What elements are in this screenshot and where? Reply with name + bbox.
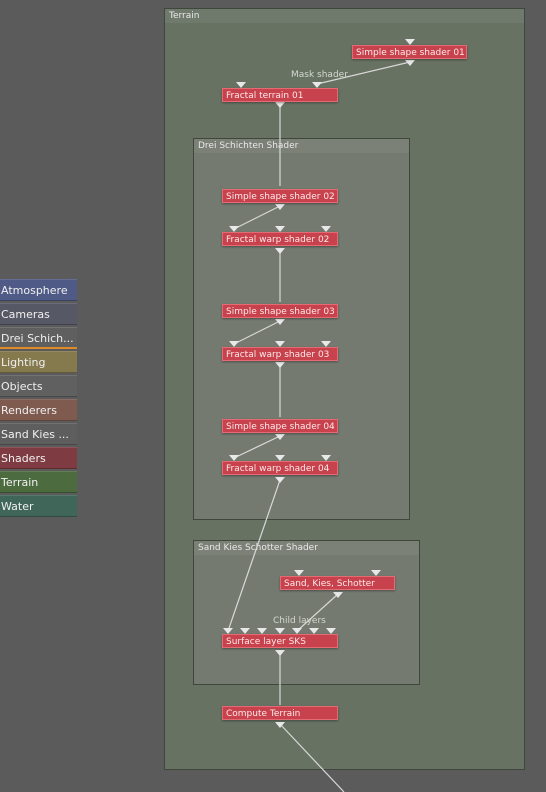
input-port-icon bbox=[236, 82, 246, 88]
input-port-icon bbox=[309, 628, 319, 634]
node-compute-terrain[interactable]: Compute Terrain bbox=[222, 706, 338, 720]
wire-compute-output bbox=[279, 723, 345, 792]
input-port-icon bbox=[275, 628, 285, 634]
node-fractal-warp-shader-03[interactable]: Fractal warp shader 03 bbox=[222, 347, 338, 361]
category-drei-schichten[interactable]: Drei Schich... bbox=[0, 327, 77, 349]
category-terrain[interactable]: Terrain bbox=[0, 471, 77, 493]
node-fractal-warp-shader-02[interactable]: Fractal warp shader 02 bbox=[222, 232, 338, 246]
output-port-icon bbox=[275, 434, 285, 440]
input-port-icon bbox=[229, 455, 239, 461]
category-objects[interactable]: Objects bbox=[0, 375, 77, 397]
group-sand-title[interactable]: Sand Kies Schotter Shader bbox=[194, 541, 419, 555]
group-sand-kies-schotter-shader[interactable]: Sand Kies Schotter Shader bbox=[193, 540, 420, 685]
input-port-icon bbox=[371, 570, 381, 576]
output-port-icon bbox=[275, 204, 285, 210]
input-port-icon bbox=[321, 455, 331, 461]
category-lighting[interactable]: Lighting bbox=[0, 351, 77, 373]
output-port-icon bbox=[275, 650, 285, 656]
input-port-icon bbox=[292, 628, 302, 634]
category-water[interactable]: Water bbox=[0, 495, 77, 517]
category-renderers[interactable]: Renderers bbox=[0, 399, 77, 421]
input-port-icon bbox=[229, 341, 239, 347]
wire-simple03-to-warp03 bbox=[233, 320, 281, 345]
input-port-icon bbox=[294, 570, 304, 576]
input-port-icon bbox=[321, 341, 331, 347]
mask-shader-label: Mask shader bbox=[291, 70, 348, 80]
category-cameras[interactable]: Cameras bbox=[0, 303, 77, 325]
output-port-icon bbox=[405, 60, 415, 66]
output-port-icon bbox=[333, 592, 343, 598]
input-port-icon bbox=[326, 628, 336, 634]
input-port-icon bbox=[240, 628, 250, 634]
group-terrain-title[interactable]: Terrain bbox=[165, 9, 524, 23]
input-port-icon bbox=[312, 82, 322, 88]
input-port-icon bbox=[257, 628, 267, 634]
category-atmosphere[interactable]: Atmosphere bbox=[0, 279, 77, 301]
input-port-icon bbox=[223, 628, 233, 634]
wire-warp04-to-surface bbox=[227, 479, 281, 632]
category-sand-kies[interactable]: Sand Kies ... bbox=[0, 423, 77, 445]
wire-simple01-to-fractal-terrain bbox=[316, 61, 411, 85]
input-port-icon bbox=[275, 226, 285, 232]
node-simple-shape-shader-02[interactable]: Simple shape shader 02 bbox=[222, 189, 338, 203]
child-layers-label: Child layers bbox=[273, 616, 326, 626]
output-port-icon bbox=[275, 477, 285, 483]
node-simple-shape-shader-03[interactable]: Simple shape shader 03 bbox=[222, 304, 338, 318]
output-port-icon bbox=[275, 362, 285, 368]
category-list: Atmosphere Cameras Drei Schich... Lighti… bbox=[0, 279, 77, 519]
wire-sks-to-surface bbox=[296, 593, 339, 632]
node-simple-shape-shader-04[interactable]: Simple shape shader 04 bbox=[222, 419, 338, 433]
output-port-icon bbox=[275, 248, 285, 254]
input-port-icon bbox=[275, 341, 285, 347]
wire-simple04-to-warp04 bbox=[233, 435, 281, 459]
node-fractal-terrain-01[interactable]: Fractal terrain 01 bbox=[222, 88, 338, 102]
wire-simple02-to-warp02 bbox=[233, 205, 281, 230]
input-port-icon bbox=[405, 39, 415, 45]
node-sand-kies-schotter[interactable]: Sand, Kies, Schotter bbox=[280, 576, 395, 590]
category-shaders[interactable]: Shaders bbox=[0, 447, 77, 469]
output-port-icon bbox=[275, 722, 285, 728]
output-port-icon bbox=[275, 102, 285, 108]
node-fractal-warp-shader-04[interactable]: Fractal warp shader 04 bbox=[222, 461, 338, 475]
output-port-icon bbox=[275, 319, 285, 325]
input-port-icon bbox=[321, 226, 331, 232]
node-simple-shape-shader-01[interactable]: Simple shape shader 01 bbox=[352, 45, 467, 59]
input-port-icon bbox=[275, 455, 285, 461]
group-drei-title[interactable]: Drei Schichten Shader bbox=[194, 139, 409, 153]
node-surface-layer-sks[interactable]: Surface layer SKS bbox=[222, 634, 338, 648]
input-port-icon bbox=[229, 226, 239, 232]
